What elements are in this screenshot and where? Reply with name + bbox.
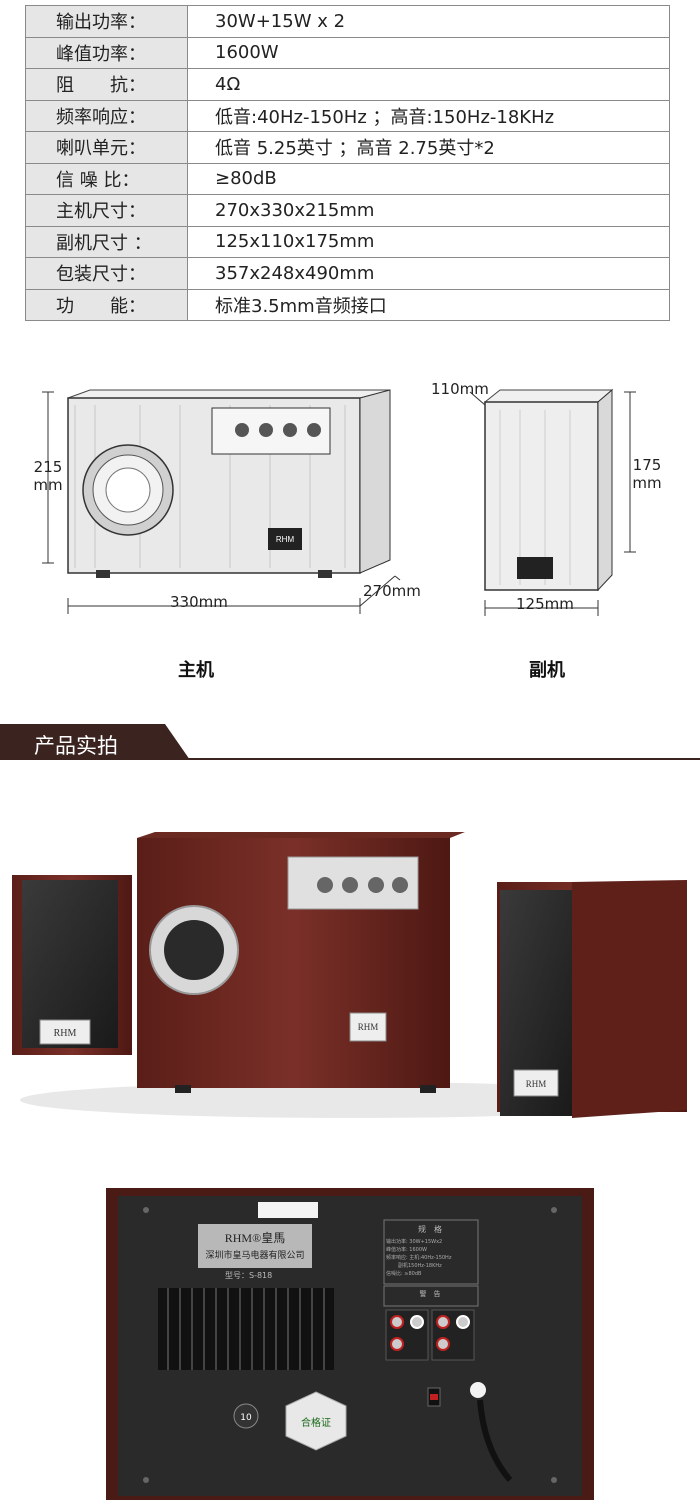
sat-width-label: 125mm — [516, 595, 574, 613]
spec-label: 频率响应： — [25, 99, 188, 132]
spec-row: 喇叭单元：低音 5.25英寸 ；高音 2.75英寸*2 — [25, 131, 670, 164]
spec-label: 输出功率： — [25, 5, 188, 38]
spec-row: 副机尺寸 ：125x110x175mm — [25, 225, 670, 258]
spec-label: 功 能： — [25, 288, 188, 321]
section-tab — [0, 724, 190, 760]
spec-value: ≥80dB — [187, 162, 670, 195]
sat-depth-label: 110mm — [431, 380, 489, 398]
spec-row: 信 噪 比：≥80dB — [25, 162, 670, 195]
spec-row: 主机尺寸：270x330x215mm — [25, 194, 670, 227]
sat-height-unit: mm — [632, 474, 662, 492]
spec-row: 峰值功率：1600W — [25, 36, 670, 69]
rear-spec-line: 副机150Hz-18KHz — [398, 1262, 442, 1269]
spec-value: 标准3.5mm音频接口 — [187, 288, 670, 321]
subwoofer: RHM — [137, 832, 465, 1093]
right-logo: RHM — [526, 1079, 547, 1089]
spec-value: 1600W — [187, 36, 670, 69]
spec-value: 30W+15W x 2 — [187, 5, 670, 38]
spec-label: 副机尺寸 ： — [25, 225, 188, 258]
satellite-unit-drawing — [483, 388, 614, 592]
spec-label: 包装尺寸： — [25, 257, 188, 290]
sat-height-num: 175 — [632, 456, 662, 474]
spec-row: 输出功率：30W+15W x 2 — [25, 5, 670, 38]
main-depth-label: 270mm — [363, 582, 421, 600]
spec-value: 低音 5.25英寸 ；高音 2.75英寸*2 — [187, 131, 670, 164]
rear-badge: 10 — [240, 1413, 252, 1423]
rear-company: 深圳市皇马电器有限公司 — [205, 1249, 304, 1261]
speaker-line-drawing: RHM — [42, 388, 636, 616]
main-unit-drawing: RHM — [67, 389, 391, 578]
left-satellite: RHM — [12, 875, 132, 1055]
spec-row: 功 能：标准3.5mm音频接口 — [25, 288, 670, 321]
rear-spec-line: 频率响应: 主机:40Hz-150Hz — [386, 1254, 452, 1261]
main-height-label: 215 mm — [28, 458, 68, 494]
rear-spec-line: 峰值功率: 1600W — [386, 1246, 427, 1253]
left-logo: RHM — [54, 1028, 77, 1039]
main-height-unit: mm — [33, 476, 63, 494]
rear-spec-line: 输出功率: 30W+15Wx2 — [386, 1238, 442, 1245]
spec-label: 喇叭单元： — [25, 131, 188, 164]
front-product-photo: RHM RHM RHM — [12, 832, 687, 1118]
section-title: 产品实拍 — [34, 734, 118, 758]
spec-row: 阻 抗：4Ω — [25, 68, 670, 101]
rear-cert: 合格证 — [301, 1416, 331, 1429]
rear-spec-title: 规 格 — [418, 1224, 442, 1234]
spec-value: 125x110x175mm — [187, 225, 670, 258]
spec-row: 频率响应：低音:40Hz-150Hz ；高音:150Hz-18KHz — [25, 99, 670, 132]
rear-spec-line: 信噪比: ≥80dB — [386, 1270, 422, 1277]
spec-row: 包装尺寸：357x248x490mm — [25, 257, 670, 290]
spec-value: 270x330x215mm — [187, 194, 670, 227]
sat-height-label: 175 mm — [628, 456, 666, 492]
spec-value: 4Ω — [187, 68, 670, 101]
dimension-diagram: RHM 215 — [0, 370, 700, 650]
spec-value: 357x248x490mm — [187, 257, 670, 290]
spec-label: 峰值功率： — [25, 36, 188, 69]
logo-text-main: RHM — [276, 535, 295, 544]
rear-model: 型号：S-818 — [225, 1271, 272, 1280]
main-unit-caption: 主机 — [178, 660, 214, 681]
section-divider — [0, 758, 700, 760]
sub-logo: RHM — [358, 1022, 379, 1032]
satellite-caption: 副机 — [529, 660, 565, 681]
spec-label: 信 噪 比： — [25, 162, 188, 195]
right-satellite: RHM — [497, 880, 687, 1118]
main-width-label: 330mm — [170, 593, 228, 611]
main-height-num: 215 — [33, 458, 63, 476]
spec-value: 低音:40Hz-150Hz ；高音:150Hz-18KHz — [187, 99, 670, 132]
spec-label: 阻 抗： — [25, 68, 188, 101]
rear-brand: RHM®皇馬 — [225, 1231, 285, 1245]
rear-product-photo: RHM®皇馬 深圳市皇马电器有限公司 型号：S-818 规 格 输出功率: 30… — [106, 1188, 594, 1500]
spec-label: 主机尺寸： — [25, 194, 188, 227]
heatsink — [158, 1288, 334, 1370]
rear-warning: 警 告 — [420, 1289, 441, 1298]
